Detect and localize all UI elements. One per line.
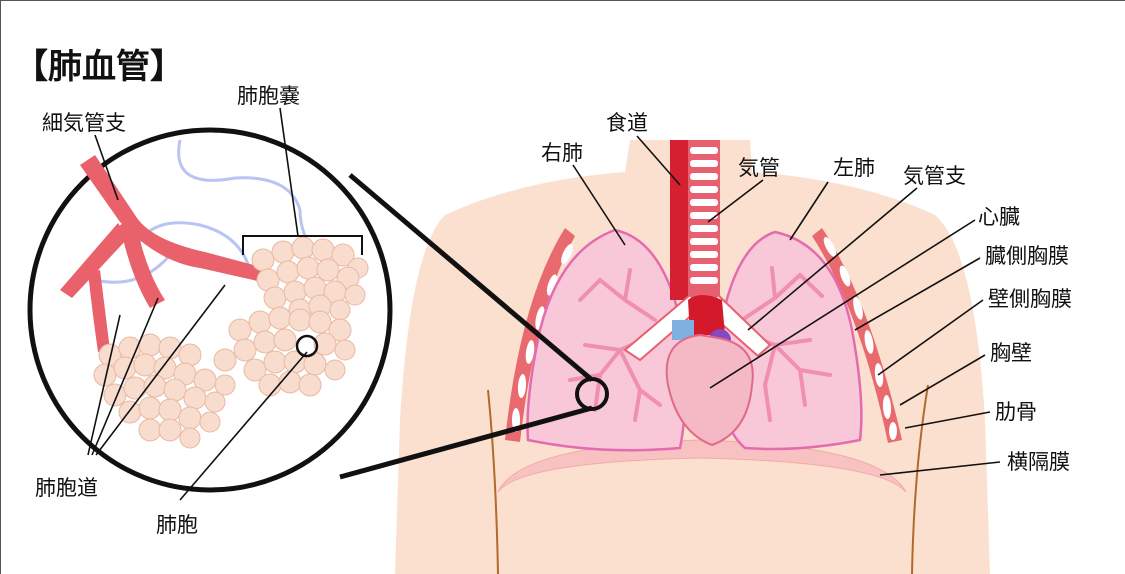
label-heart: 心臓 <box>978 205 1020 229</box>
label-trachea: 気管 <box>738 156 780 180</box>
label-visceral-pleura: 臓側胸膜 <box>985 244 1069 268</box>
label-alveolar-sac: 肺胞嚢 <box>237 84 300 108</box>
label-chest-wall: 胸壁 <box>990 341 1032 365</box>
label-rib: 肋骨 <box>995 400 1037 424</box>
label-bronchiole: 細気管支 <box>42 111 126 135</box>
label-parietal-pleura: 壁側胸膜 <box>988 287 1072 311</box>
label-left-lung: 左肺 <box>833 156 875 180</box>
label-esophagus: 食道 <box>606 111 648 135</box>
figure-title: 【肺血管】 <box>14 47 184 87</box>
trachea <box>688 140 720 315</box>
label-alveolar-duct: 肺胞道 <box>35 476 98 500</box>
label-right-lung: 右肺 <box>541 141 583 165</box>
label-alveolus: 肺胞 <box>156 513 198 537</box>
label-bronchus: 気管支 <box>903 164 966 188</box>
magnified-alveoli-circle <box>30 130 390 490</box>
esophagus <box>670 140 688 300</box>
label-diaphragm: 横隔膜 <box>1007 450 1070 474</box>
